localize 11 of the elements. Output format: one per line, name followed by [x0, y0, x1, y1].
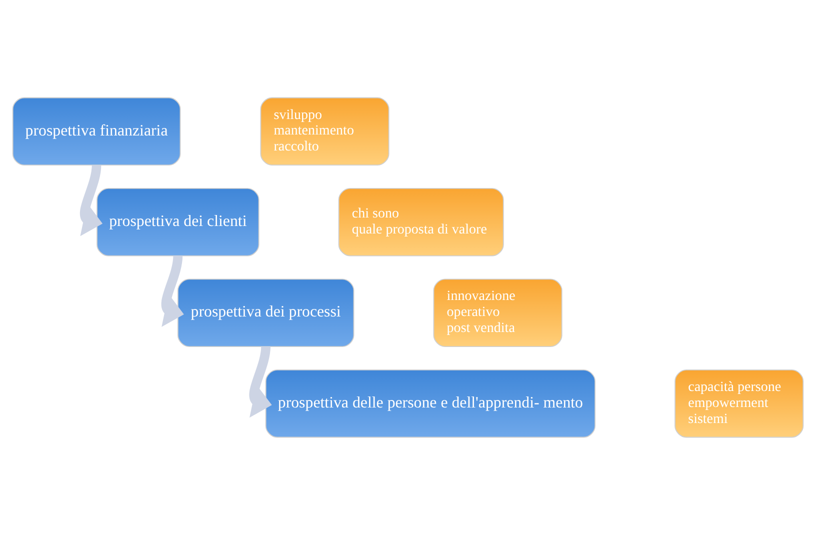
arrow	[80, 164, 103, 236]
node-box: prospettiva dei clienti	[96, 188, 260, 256]
node-box: chi sono quale proposta di valore	[338, 188, 504, 256]
arrow	[249, 346, 272, 418]
node-box: prospettiva dei processi	[177, 278, 354, 347]
arrow	[161, 255, 184, 327]
node-box: sviluppo mantenimento raccolto	[260, 97, 390, 166]
node-box: prospettiva finanziaria	[12, 97, 181, 166]
node-box: innovazione operativo post vendita	[433, 278, 562, 347]
node-box: capacità persone empowerment sistemi	[674, 369, 804, 438]
node-box: prospettiva delle persone e dell'apprendi- mento	[265, 369, 596, 438]
